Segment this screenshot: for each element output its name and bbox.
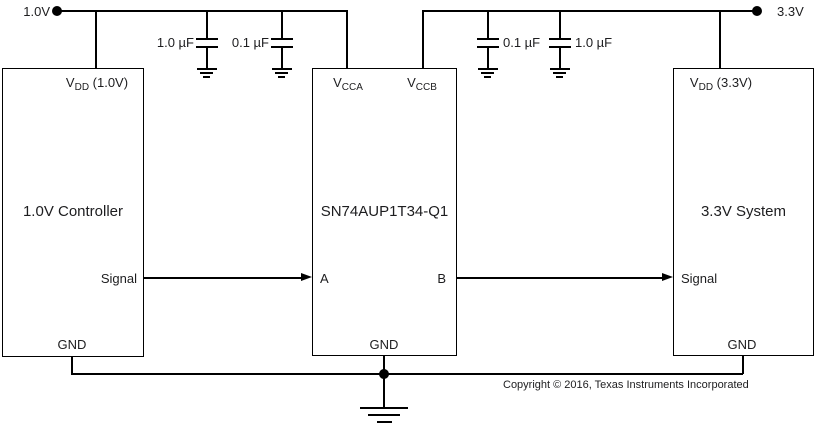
cap2-ground-line3 (278, 76, 285, 78)
cap4-wire-top (559, 10, 561, 38)
vdd-rest: (3.3V) (713, 75, 753, 90)
cap4-wire-bottom (559, 46, 561, 68)
cap4-ground-line3 (556, 76, 563, 78)
cap1-wire-top (206, 10, 208, 38)
cap4-plate-top (549, 38, 571, 40)
vcca-sub: CCA (341, 81, 363, 93)
earth-ground-line3 (377, 421, 392, 423)
system-block (673, 68, 814, 356)
rail-1v0-wire (57, 10, 348, 12)
signal-arrowhead-b-icon (662, 273, 673, 281)
system-title: 3.3V System (700, 203, 787, 220)
cap3-wire-bottom (487, 46, 489, 68)
vccb-sub: CCB (415, 81, 437, 93)
wire-vdd-system (719, 10, 721, 69)
vccb-base: V (407, 75, 416, 90)
controller-block (2, 68, 144, 357)
cap4-ground-icon (550, 68, 570, 70)
cap2-wire-top (281, 10, 283, 38)
signal-arrowhead-a-icon (301, 273, 312, 281)
cap3-ground-line2 (481, 72, 494, 74)
cap4-ground-line2 (553, 72, 566, 74)
rail-3v3-terminal-dot (752, 6, 762, 16)
system-signal-pin-label: Signal (681, 271, 718, 286)
signal-wire-b (457, 277, 663, 279)
vdd-rest: (1.0V) (89, 75, 129, 90)
pin-a-label: A (320, 271, 329, 286)
rail-1v0-terminal-dot (52, 6, 62, 16)
gnd-wire-shifter (383, 355, 385, 374)
copyright-notice: Copyright © 2016, Texas Instruments Inco… (503, 379, 749, 391)
level-shifter-title: SN74AUP1T34-Q1 (320, 203, 449, 220)
cap4-label: 1.0 µF (575, 35, 613, 50)
vdd-sub: DD (698, 81, 714, 93)
pin-b-label: B (437, 271, 446, 286)
cap3-ground-icon (478, 68, 498, 70)
earth-ground-icon (360, 407, 408, 409)
cap1-ground-line3 (203, 76, 210, 78)
system-vdd-pin-label: VDD (3.3V) (661, 75, 781, 93)
cap3-ground-line3 (484, 76, 491, 78)
rail-3v3-wire (422, 10, 758, 12)
system-gnd-pin-label: GND (727, 337, 757, 352)
earth-ground-wire (383, 373, 385, 407)
shifter-gnd-pin-label: GND (369, 337, 399, 352)
wire-vccb (422, 10, 424, 69)
controller-signal-pin-label: Signal (100, 271, 137, 286)
cap2-plate-top (271, 38, 293, 40)
vccb-pin-label: VCCB (362, 75, 482, 93)
vdd-base: V (689, 75, 699, 90)
vdd-sub: DD (74, 81, 90, 93)
cap2-ground-line2 (275, 72, 288, 74)
gnd-bus-wire (71, 373, 743, 375)
wire-vcca (346, 10, 348, 69)
rail-1v0-label: 1.0V (23, 4, 50, 19)
cap1-wire-bottom (206, 46, 208, 68)
cap1-ground-icon (197, 68, 217, 70)
earth-ground-line2 (368, 414, 400, 416)
wire-vdd-controller (95, 10, 97, 69)
cap3-label: 0.1 µF (503, 35, 541, 50)
vcca-pin-label: VCCA (288, 75, 408, 93)
controller-title: 1.0V Controller (22, 203, 124, 220)
cap2-wire-bottom (281, 46, 283, 68)
cap1-ground-line2 (200, 72, 213, 74)
cap2-label: 0.1 µF (231, 35, 269, 50)
gnd-wire-controller (71, 356, 73, 374)
controller-vdd-pin-label: VDD (1.0V) (37, 75, 157, 93)
controller-gnd-pin-label: GND (57, 337, 87, 352)
level-shifter-block (312, 68, 457, 356)
cap1-label: 1.0 µF (156, 35, 194, 50)
gnd-wire-system (742, 355, 744, 374)
cap3-plate-top (477, 38, 499, 40)
vdd-base: V (65, 75, 75, 90)
cap1-plate-top (196, 38, 218, 40)
cap2-ground-icon (272, 68, 292, 70)
signal-wire-a (144, 277, 302, 279)
cap3-wire-top (487, 10, 489, 38)
rail-3v3-label: 3.3V (777, 4, 804, 19)
vcca-base: V (333, 75, 342, 90)
